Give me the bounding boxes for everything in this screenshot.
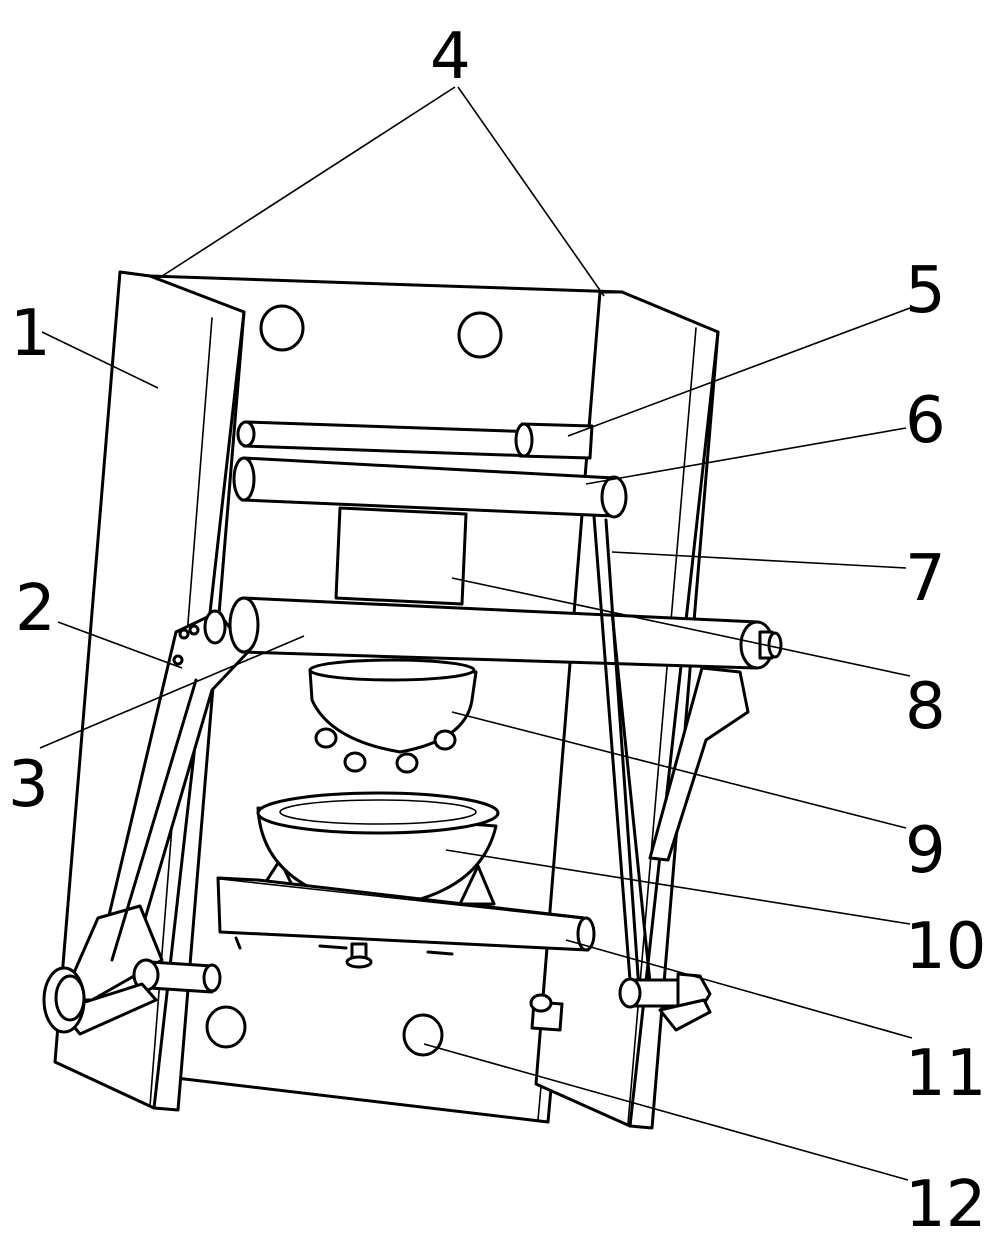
label-10: 10 (905, 910, 986, 984)
main-rod (228, 596, 783, 670)
upper-guide-rod (236, 420, 594, 460)
upper-crossbar (232, 456, 628, 519)
reference-numerals: 4 1 5 6 2 7 8 3 9 10 11 12 (8, 20, 986, 1242)
label-8: 8 (905, 670, 946, 744)
central-block (334, 506, 468, 606)
label-9: 9 (905, 814, 946, 888)
label-1: 1 (10, 297, 51, 371)
left-linkage-arm (60, 609, 250, 1002)
bottom-post (529, 993, 564, 1032)
label-12: 12 (905, 1168, 986, 1242)
leader-lines (39, 86, 913, 1181)
bottom-left-pivot (42, 958, 222, 1036)
upper-mould (308, 658, 478, 774)
right-linkage-arm (592, 514, 750, 1008)
label-3: 3 (8, 748, 49, 822)
label-6: 6 (905, 384, 946, 458)
label-5: 5 (905, 254, 946, 328)
bottom-right-pivot (618, 972, 712, 1032)
label-2: 2 (15, 572, 56, 646)
label-7: 7 (905, 542, 946, 616)
lower-platform (216, 876, 596, 969)
label-11: 11 (905, 1037, 986, 1111)
lower-mould-bowl (256, 791, 500, 910)
label-4: 4 (430, 20, 471, 94)
